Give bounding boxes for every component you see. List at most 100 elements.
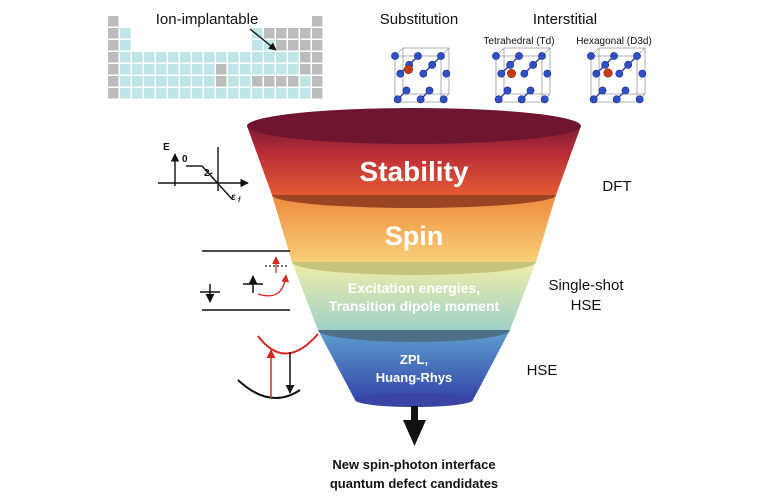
element-tile — [252, 40, 263, 51]
element-tile — [252, 88, 263, 99]
element-tile — [168, 76, 179, 87]
element-tile — [180, 64, 191, 75]
plot-charge-2minus-label: 2- — [204, 168, 213, 179]
interstitial-label: Interstitial — [533, 11, 597, 28]
element-tile — [156, 52, 167, 63]
element-tile — [216, 52, 227, 63]
element-tile — [192, 88, 203, 99]
method-single-shot-label-line2: HSE — [571, 297, 602, 314]
element-tile — [144, 64, 155, 75]
element-tile — [312, 28, 323, 39]
stage-excitation-label-line1: Excitation energies, — [348, 280, 480, 296]
element-tile — [120, 28, 131, 39]
method-dft-label: DFT — [602, 178, 631, 195]
element-tile — [108, 88, 119, 99]
ion-implantable-label: Ion-implantable — [156, 11, 259, 28]
tetrahedral-crystal-icon — [492, 47, 552, 104]
element-tile — [156, 76, 167, 87]
element-tile — [132, 52, 143, 63]
element-tile — [204, 76, 215, 87]
element-tile — [276, 76, 287, 87]
element-tile — [264, 64, 275, 75]
element-tile — [180, 76, 191, 87]
element-tile — [300, 64, 311, 75]
element-tile — [120, 64, 131, 75]
plot-x-axis-label: ε — [231, 192, 236, 203]
configuration-coordinate-diagram — [237, 333, 319, 399]
substitution-label: Substitution — [380, 11, 458, 28]
tetrahedral-label: Tetrahedral (Td) — [483, 36, 554, 47]
element-tile — [252, 76, 263, 87]
element-tile — [240, 76, 251, 87]
element-tile — [204, 88, 215, 99]
element-tile — [228, 52, 239, 63]
element-tile — [156, 64, 167, 75]
element-tile — [276, 52, 287, 63]
funnel-top-rim — [247, 108, 581, 144]
method-hse-label: HSE — [527, 362, 558, 379]
hexagonal-crystal-icon — [587, 47, 647, 104]
result-label-line1: New spin-photon interface — [332, 457, 495, 472]
element-tile — [240, 52, 251, 63]
element-tile — [312, 52, 323, 63]
plot-charge-0-label: 0 — [182, 154, 188, 165]
plot-x-axis-subscript: f — [238, 197, 241, 204]
element-tile — [252, 28, 263, 39]
element-tile — [108, 76, 119, 87]
element-tile — [156, 88, 167, 99]
element-tile — [264, 88, 275, 99]
element-tile — [192, 52, 203, 63]
element-tile — [120, 88, 131, 99]
element-tile — [168, 52, 179, 63]
element-tile — [204, 64, 215, 75]
element-tile — [300, 28, 311, 39]
element-tile — [264, 28, 275, 39]
element-tile — [120, 52, 131, 63]
element-tile — [216, 88, 227, 99]
element-tile — [288, 28, 299, 39]
element-tile — [108, 16, 119, 27]
element-tile — [288, 76, 299, 87]
ion-implantable-pointer — [249, 28, 277, 51]
stage-stability-label: Stability — [360, 156, 469, 187]
element-tile — [108, 40, 119, 51]
substitution-crystal-icon — [391, 47, 451, 104]
funnel-stage-excitation — [292, 262, 536, 330]
element-tile — [192, 64, 203, 75]
element-tile — [264, 52, 275, 63]
element-tile — [192, 76, 203, 87]
funnel-stage-spin — [272, 195, 556, 262]
element-tile — [276, 88, 287, 99]
element-tile — [180, 88, 191, 99]
element-tile — [108, 28, 119, 39]
element-tile — [132, 76, 143, 87]
element-tile — [288, 40, 299, 51]
element-tile — [264, 76, 275, 87]
element-tile — [300, 88, 311, 99]
funnel-bottom-rim — [355, 393, 473, 407]
element-tile — [144, 76, 155, 87]
element-tile — [204, 52, 215, 63]
element-tile — [276, 28, 287, 39]
element-tile — [288, 52, 299, 63]
element-tile — [144, 52, 155, 63]
stage-excitation-label-line2: Transition dipole moment — [329, 298, 500, 314]
funnel-stage-zpl — [318, 330, 510, 400]
element-tile — [240, 64, 251, 75]
spin-level-diagram — [200, 250, 290, 311]
element-tile — [312, 64, 323, 75]
element-tile — [168, 64, 179, 75]
element-tile — [144, 88, 155, 99]
element-tile — [120, 76, 131, 87]
periodic-table — [108, 16, 323, 99]
element-tile — [312, 76, 323, 87]
element-tile — [108, 64, 119, 75]
element-tile — [312, 40, 323, 51]
element-tile — [252, 52, 263, 63]
funnel-stage-stability — [247, 126, 581, 195]
element-tile — [108, 52, 119, 63]
plot-y-axis-label: E — [163, 142, 170, 153]
element-tile — [288, 88, 299, 99]
element-tile — [216, 76, 227, 87]
